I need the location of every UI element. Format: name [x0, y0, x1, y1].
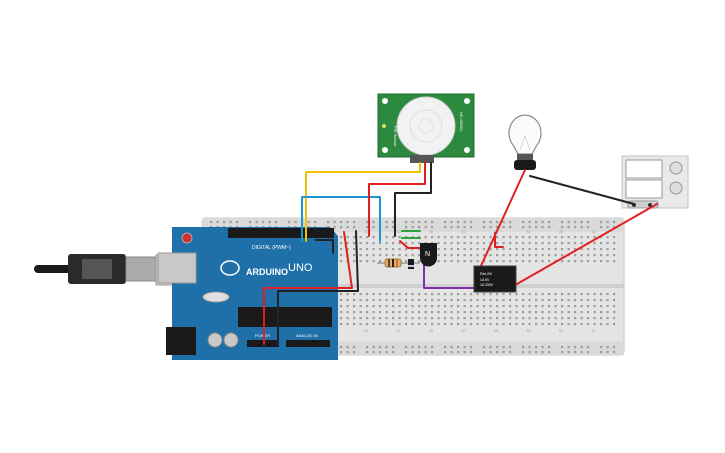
breadboard-column-number: 35	[429, 230, 433, 234]
reset-button[interactable]	[181, 232, 193, 244]
relay-line-1: Rel-5V	[480, 271, 493, 276]
breadboard-column-number: 50	[527, 329, 531, 333]
wire-red-5v	[263, 231, 353, 345]
breadboard-column-number: 60	[592, 230, 596, 234]
wires	[263, 162, 658, 345]
pir-sensor[interactable]: PIR Sensor HC-SR501	[377, 93, 475, 163]
arduino-brand: ARDUINO	[246, 267, 288, 277]
power-label: POWER	[255, 333, 270, 338]
breadboard-column-number: 50	[527, 230, 531, 234]
wire-red-bulb	[479, 169, 526, 269]
bulb-icon[interactable]	[508, 114, 542, 170]
wire-red-pir-vcc	[368, 162, 426, 237]
pir-label-left: PIR Sensor	[393, 126, 398, 147]
breadboard-column-number: 25	[364, 230, 368, 234]
transistor-label: N	[425, 251, 430, 258]
wire-red-switch-relay	[509, 203, 658, 289]
arduino-uno-board[interactable]: DIGITAL (PWM~) ARDUINO UNO POWER ANALOG …	[157, 227, 338, 360]
breadboard-column-number: 40	[462, 230, 466, 234]
arduino-model: UNO	[288, 262, 313, 274]
relay[interactable]: Rel-5V 1A 5V 1A 250V	[473, 265, 517, 293]
breadboard-column-number: 40	[462, 329, 466, 333]
wire-black-bulb-switch	[529, 175, 635, 205]
wire-black-gnd	[277, 230, 359, 345]
breadboard-column-number: 30	[397, 230, 401, 234]
wire-black-pir-gnd	[394, 162, 432, 237]
wire-black-gnd-rail	[315, 239, 334, 254]
digital-header-label: DIGITAL (PWM~)	[252, 245, 291, 251]
breadboard-column-number: 35	[429, 329, 433, 333]
breadboard-column-number: 55	[559, 230, 563, 234]
breadboard-column-number: 60	[592, 329, 596, 333]
relay-line-2: 1A 5V	[480, 278, 490, 282]
atmega-chip	[238, 307, 332, 327]
pir-label-right: HC-SR501	[459, 112, 464, 132]
wire-blue	[301, 196, 381, 242]
wall-switch-icon[interactable]	[621, 155, 689, 209]
analog-header	[286, 340, 330, 347]
wire-purple	[423, 257, 479, 289]
wire-red-short	[494, 232, 504, 248]
diode[interactable]	[408, 259, 414, 269]
digital-header	[228, 228, 334, 238]
relay-line-3: 1A 250V	[480, 283, 494, 287]
analog-label: ANALOG IN	[296, 333, 318, 338]
breadboard-column-number: 30	[397, 329, 401, 333]
breadboard-column-number: 55	[559, 329, 563, 333]
wire-red-transistor	[399, 240, 421, 249]
transistor[interactable]: N	[420, 243, 437, 267]
wire-yellow-pir-out	[305, 162, 421, 242]
breadboard-column-number: 25	[364, 329, 368, 333]
breadboard-column-number: 45	[494, 329, 498, 333]
